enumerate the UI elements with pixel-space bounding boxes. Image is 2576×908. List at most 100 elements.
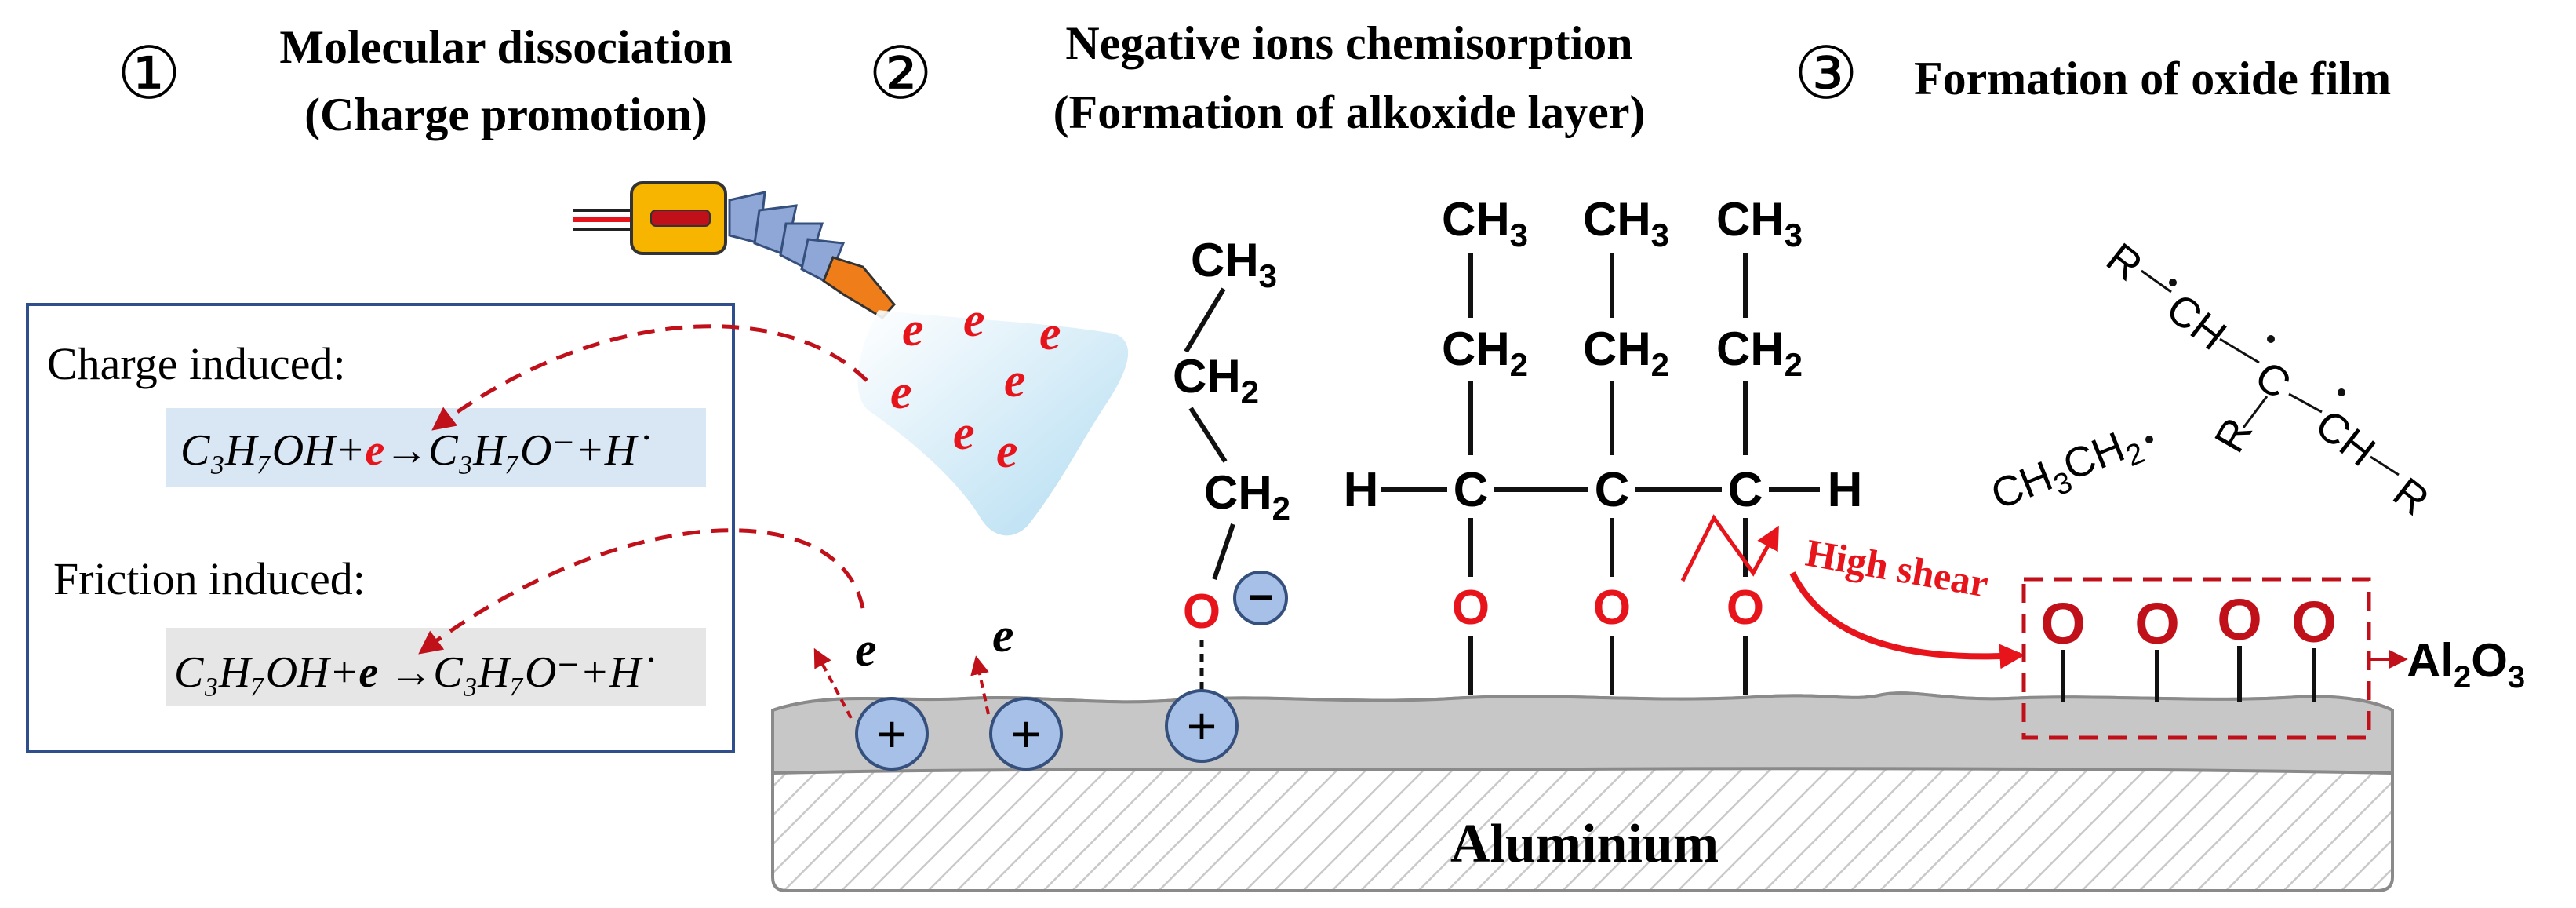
backbone-c-2: C [1595,463,1630,517]
nozzle-tip [822,256,896,319]
step-2: ② Negative ions chemisorption (Formation… [868,17,1646,138]
oxide-o-2: O [2134,591,2180,656]
friction-transfer-arrow [418,528,865,655]
chain-cation-sign: + [1187,697,1217,755]
equation-friction-lhs: C₃H₇OH+ [174,648,358,697]
friction-electron-1: e [855,623,877,676]
electron-spray-nozzle [573,181,1129,536]
charge-transfer-arrow [431,324,868,431]
bond-ch2-ch2 [1188,407,1228,463]
friction-emission-arrow-2 [970,655,990,715]
step-3: ③ Formation of oxide film [1794,34,2391,114]
radical-bond-down [2242,396,2269,428]
col3-oxygen: O [1726,581,1764,635]
friction-electron-2: e [992,609,1014,662]
bond-ch2-o [1212,523,1235,580]
step-1-title: Molecular dissociation [279,21,732,73]
step-1-subtitle: (Charge promotion) [304,89,708,140]
chain-ch3: CH3 [1191,234,1277,294]
step-2-number: ② [868,34,933,114]
chain-ch2-lower: CH2 [1204,466,1290,527]
step-1: ① Molecular dissociation (Charge promoti… [117,21,733,140]
col1-oxygen: O [1452,581,1490,635]
backbone-c-1: C [1454,463,1489,517]
step-2-title: Negative ions chemisorption [1065,17,1632,69]
electron-spray-cloud [857,310,1129,536]
spray-electron-1: e [902,303,924,356]
radical-r-right: R [2385,469,2438,524]
radical-bond-1 [2141,269,2172,294]
step-2-subtitle: (Formation of alkoxide layer) [1053,86,1646,138]
col2-ch3: CH3 [1583,193,1669,253]
propoxide-chain: CH3 CH2 CH2 O − + [1165,234,1290,763]
spray-electron-2: e [963,294,985,347]
chain-cation-circle [1165,689,1239,763]
radical-dot-1 [2169,279,2177,286]
high-shear-label: High shear [1803,531,1992,606]
radical-r-top: R [2098,234,2151,290]
oxide-o-4: O [2291,589,2337,655]
equation-charge-electron: e [365,426,384,475]
step-1-number: ① [117,34,181,114]
oxide-film: O O O O [2021,577,2371,740]
radical-fragments: R CH C R CH R CH3CH2 [1985,234,2438,525]
surface-cation-1: + [855,697,929,771]
product-alumina: Al2O3 [2407,634,2525,695]
backbone-h-right: H [1828,463,1863,517]
col2-ch2: CH2 [1583,323,1669,383]
spray-electron-3: e [1039,307,1061,360]
equation-charge-lhs: C₃H₇OH+ [180,426,365,475]
cation-2-circle [989,697,1063,771]
radical-bond-2 [2219,337,2260,364]
col1-ch3: CH3 [1442,193,1528,253]
cation-1-circle [855,697,929,771]
bond-ch3-ch2 [1184,287,1226,353]
equation-charge-rhs: →C₃H₇O⁻+H˙ [384,426,651,475]
chain-oxygen: O [1183,585,1221,639]
substrate-label: Aluminium [1450,814,1719,874]
radical-bond-3 [2288,392,2323,414]
cation-2-sign: + [1011,705,1042,763]
step-3-title: Formation of oxide film [1914,53,2391,104]
spray-electron-6: e [953,407,975,460]
high-shear-arrow [1789,571,2025,669]
spray-electron-7: e [996,425,1018,478]
equation-charge: C₃H₇OH+e→C₃H₇O⁻+H˙ [180,426,651,475]
radical-dot-3 [2338,388,2345,396]
col3-ch2: CH2 [1716,323,1803,383]
bond-break-zigzag [1680,514,1779,582]
backbone-c-3: C [1728,463,1763,517]
equation-friction-rhs: →C₃H₇O⁻+H˙ [378,648,656,697]
oxide-o-3: O [2217,587,2262,652]
col2-oxygen: O [1593,581,1631,635]
ethyl-radical: CH3CH2 [1985,417,2149,525]
induction-box: Charge induced: C₃H₇OH+e→C₃H₇O⁻+H˙ Frict… [26,303,735,753]
equation-friction: C₃H₇OH+e →C₃H₇O⁻+H˙ [174,648,656,697]
chain-ch2-upper: CH2 [1173,350,1259,410]
alkoxide-layer: CH3 CH2 O CH3 CH2 O CH3 CH2 O H C C C H [1344,193,1863,695]
col3-ch3: CH3 [1716,193,1803,253]
friction-induced-label: Friction induced: [53,553,366,604]
spray-electron-4: e [890,366,912,419]
radical-ch-right: CH [2307,401,2384,476]
cation-1-sign: + [877,705,908,763]
surface-cation-2: + [989,697,1063,771]
oxide-o-1: O [2040,591,2086,656]
radical-dot-2 [2267,335,2275,343]
col1-ch2: CH2 [1442,323,1528,383]
anion-sign: − [1248,572,1274,622]
step-3-number: ③ [1794,34,1858,114]
spray-electron-5: e [1004,354,1026,407]
radical-bond-4 [2370,455,2400,476]
radical-ch-left: CH [2158,285,2235,359]
spray-electrons: e e e e e e e [890,294,1061,478]
ethyl-radical-dot [2145,436,2153,443]
nozzle-indicator [650,210,711,227]
anion-circle [1233,571,1288,625]
friction-electrons: e e [813,609,1014,719]
oxide-film-frame [2021,577,2371,740]
charge-induced-label: Charge induced: [47,338,346,389]
backbone-h-left: H [1344,463,1379,517]
radical-r-bottom: R [2206,410,2261,461]
